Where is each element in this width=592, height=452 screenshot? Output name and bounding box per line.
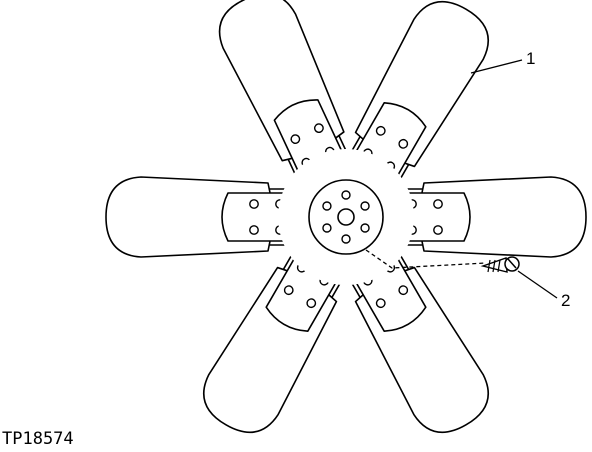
callout-label-1: 1 xyxy=(526,49,536,68)
fan-hub xyxy=(278,149,414,285)
callout-label-2: 2 xyxy=(561,291,571,310)
fan-blade-3 xyxy=(375,176,587,258)
screw-part xyxy=(480,256,520,273)
figure-id-label: TP18574 xyxy=(2,429,74,449)
fan-blade-6 xyxy=(105,176,317,258)
